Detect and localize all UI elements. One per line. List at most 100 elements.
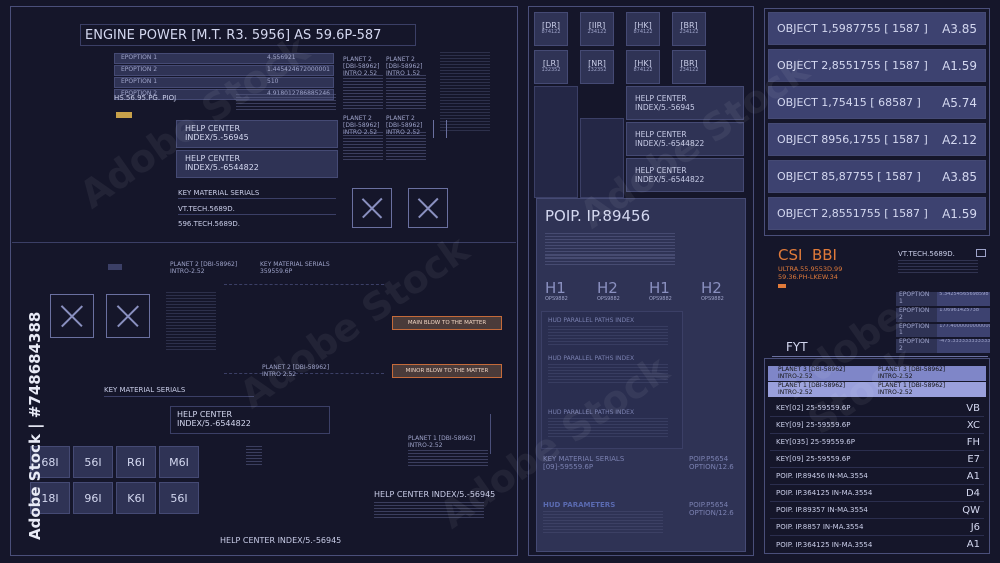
fyt-title: FYT (786, 340, 808, 354)
code-cell[interactable]: 68I (30, 446, 70, 478)
code-cell[interactable]: 56I (73, 446, 113, 478)
minor-blow-button[interactable]: MINOR BLOW TO THE MATTER (392, 364, 502, 378)
code-button[interactable]: [NR]132352 (580, 50, 614, 84)
code-button[interactable]: [LR]132352 (534, 50, 568, 84)
bracket-marker (433, 120, 447, 138)
flag-icon (976, 249, 986, 257)
fyt-header-rule (772, 356, 988, 357)
code-button[interactable]: [HK]874122 (626, 50, 660, 84)
code-button[interactable]: [BR]234122 (672, 50, 706, 84)
target-x-icon[interactable] (408, 188, 448, 228)
code-cell[interactable]: 96I (73, 482, 113, 514)
help-center-card[interactable]: HELP CENTER INDEX/5.-6544822 (176, 150, 338, 178)
object-row[interactable]: OBJECT 8956,1755 [ 1587 ] A2.12 (768, 123, 986, 156)
key-material-serials: KEY MATERIAL SERIALS (178, 189, 260, 197)
csi-subtitle: 59.36.PH-LKEW.34 (778, 273, 838, 281)
csi-subtitle: ULTRA.55.9553D.99 (778, 265, 843, 273)
poip-option: POIP.P5654 (689, 501, 729, 509)
planet-row[interactable]: PLANET 3 [DBI-58962] INTRO-2.52 PLANET 3… (768, 366, 986, 381)
help-center-index-link[interactable]: HELP CENTER INDEX/5.-56945 (374, 490, 496, 499)
text-filler (386, 75, 426, 111)
hud-paths-list: HUD PARALLEL PATHS INDEX HUD PARALLEL PA… (541, 311, 683, 449)
code-button[interactable]: [HK]874122 (626, 12, 660, 46)
target-x-icon[interactable] (352, 188, 392, 228)
data-block (534, 86, 578, 198)
help-center-row[interactable]: HELP CENTER INDEX/5.-56945 (626, 86, 744, 120)
key-material-serials: KEY MATERIAL SERIALS (104, 386, 186, 394)
crosshair-grid (224, 284, 384, 374)
text-filler (374, 502, 484, 520)
object-row[interactable]: OBJECT 85,87755 [ 1587 ] A3.85 (768, 160, 986, 193)
object-row[interactable]: OBJECT 2,8551755 [ 1587 ] A1.59 (768, 197, 986, 230)
objects-list: OBJECT 1,5987755 [ 1587 ] A3.85 OBJECT 2… (768, 12, 986, 234)
engine-power-title-box: ENGINE POWER [M.T. R3. 5956] AS 59.6P-58… (80, 24, 416, 46)
text-filler (236, 94, 336, 112)
help-center-row[interactable]: HELP CENTER INDEX/5.-6544822 (626, 122, 744, 156)
csi-bar (778, 284, 786, 288)
data-block (580, 118, 624, 198)
code-cell[interactable]: M6I (159, 446, 199, 478)
ep-option-row: EPOPTION 2-475.333333333333 (896, 338, 990, 354)
code-button[interactable]: [BR]234122 (672, 12, 706, 46)
text-filler (246, 446, 262, 466)
status-marker (116, 112, 132, 118)
vt-tech-code: VT.TECH.5689D. (178, 205, 235, 213)
text-filler (543, 511, 663, 533)
divider (104, 396, 254, 397)
code-cell[interactable]: 18I (30, 482, 70, 514)
help-center-card[interactable]: HELP CENTER INDEX/5.-6544822 (170, 406, 330, 434)
planet-row[interactable]: PLANET 1 [DBI-58962] INTRO-2.52 PLANET 1… (768, 382, 986, 397)
side-watermark: Adobe Stock | #748684388 (26, 311, 44, 540)
vertical-rule (490, 414, 491, 454)
help-center-label: HELP CENTER (177, 410, 233, 419)
hud-paths-label: HUD PARALLEL PATHS INDEX (548, 409, 635, 416)
planet-block: PLANET 2 [DBI-58962] INTRO 2.52 (343, 56, 380, 77)
object-row[interactable]: OBJECT 2,8551755 [ 1587 ] A1.59 (768, 49, 986, 82)
object-row[interactable]: OBJECT 1,75415 [ 68587 ] A5.74 (768, 86, 986, 119)
main-blow-button[interactable]: MAIN BLOW TO THE MATTER (392, 316, 502, 330)
object-row[interactable]: OBJECT 1,5987755 [ 1587 ] A3.85 (768, 12, 986, 45)
text-filler (343, 132, 383, 162)
target-x-icon[interactable] (106, 294, 150, 338)
divider (178, 214, 336, 215)
code-cell[interactable]: 56I (159, 482, 199, 514)
text-filler (548, 364, 668, 384)
text-filler (548, 418, 668, 438)
planet-intro: PLANET 2 [DBI-58962] INTRO-2.52 (170, 261, 238, 275)
code-grid: 68I 56I R6I M6I 18I 96I K6I 56I (30, 446, 202, 518)
code-cell[interactable]: R6I (116, 446, 156, 478)
help-center-index-link[interactable]: HELP CENTER INDEX/5.-56945 (220, 536, 342, 545)
text-filler (545, 233, 675, 259)
text-filler (386, 132, 426, 162)
divider (178, 198, 336, 199)
poip-option: POIP.P5654 (689, 455, 729, 463)
target-x-icon[interactable] (50, 294, 94, 338)
code-cell[interactable]: K6I (116, 482, 156, 514)
middle-hud-panel (528, 6, 754, 556)
help-center-row[interactable]: HELP CENTER INDEX/5.-6544822 (626, 158, 744, 192)
hs-code: HS.56.95.PG. PIOJ (114, 94, 177, 102)
help-center-card[interactable]: HELP CENTER INDEX/5.-56945 (176, 120, 338, 148)
key-serial-small: KEY MATERIAL SERIALS 359559.6P (260, 261, 330, 275)
tech-596-code: 596.TECH.5689D. (178, 220, 240, 228)
code-button[interactable]: [DR]874122 (534, 12, 568, 46)
planet-intro: PLANET 2 [DBI-58962] INTRO 2.52 (262, 364, 330, 378)
code-button[interactable]: [IIR]234122 (580, 12, 614, 46)
text-filler (408, 450, 488, 468)
